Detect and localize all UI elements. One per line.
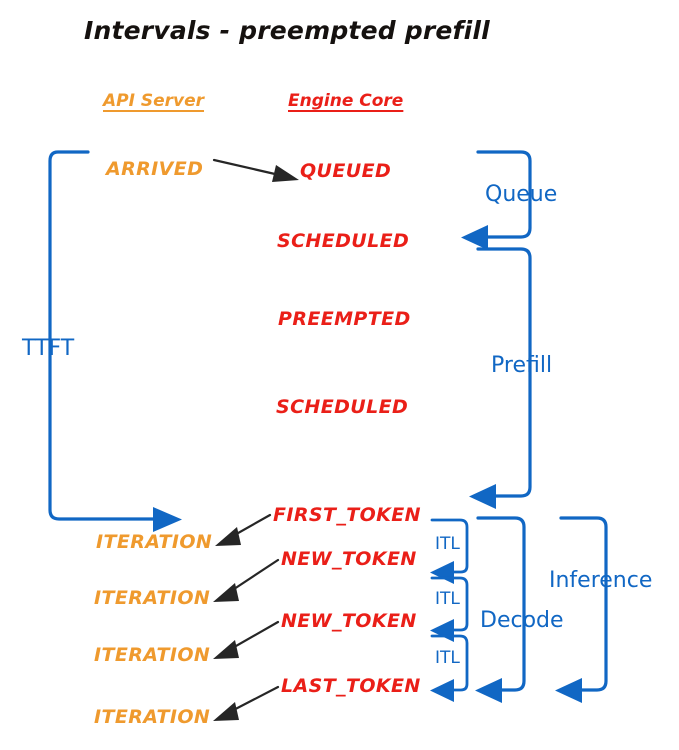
arrow-new-token-to-iteration-1 <box>213 558 280 602</box>
arrow-new-token-to-iteration-2 <box>213 620 280 659</box>
event-arrived: ARRIVED <box>106 158 204 180</box>
event-scheduled-2: SCHEDULED <box>276 396 409 418</box>
event-queued: QUEUED <box>300 160 392 182</box>
event-last-token: LAST_TOKEN <box>281 675 421 697</box>
interval-label-inference: Inference <box>549 568 653 593</box>
interval-label-itl-3: ITL <box>435 648 460 668</box>
interval-label-decode: Decode <box>480 608 564 633</box>
column-header-api-server: API Server <box>103 91 205 111</box>
event-first-token: FIRST_TOKEN <box>273 504 421 526</box>
interval-label-itl-1: ITL <box>435 534 460 554</box>
arrow-first-token-to-iteration <box>215 513 272 546</box>
arrow-arrived-to-queued <box>212 158 299 182</box>
bracket-itl-2 <box>430 576 469 642</box>
event-iteration-1: ITERATION <box>96 531 213 553</box>
bracket-itl-3 <box>430 634 469 702</box>
column-header-engine-core: Engine Core <box>288 91 404 111</box>
page-title: Intervals - preempted prefill <box>84 16 490 45</box>
event-iteration-3: ITERATION <box>94 644 211 666</box>
interval-label-ttft: TTFT <box>22 336 75 361</box>
interval-label-queue: Queue <box>485 182 558 207</box>
event-preempted: PREEMPTED <box>278 308 411 330</box>
bracket-prefill <box>469 247 532 509</box>
arrow-last-token-to-iteration <box>213 685 280 721</box>
event-new-token-2: NEW_TOKEN <box>281 610 417 632</box>
event-new-token-1: NEW_TOKEN <box>281 548 417 570</box>
event-scheduled-1: SCHEDULED <box>277 230 410 252</box>
event-iteration-4: ITERATION <box>94 706 211 728</box>
event-iteration-2: ITERATION <box>94 587 211 609</box>
interval-label-prefill: Prefill <box>491 353 553 378</box>
interval-label-itl-2: ITL <box>435 589 460 609</box>
